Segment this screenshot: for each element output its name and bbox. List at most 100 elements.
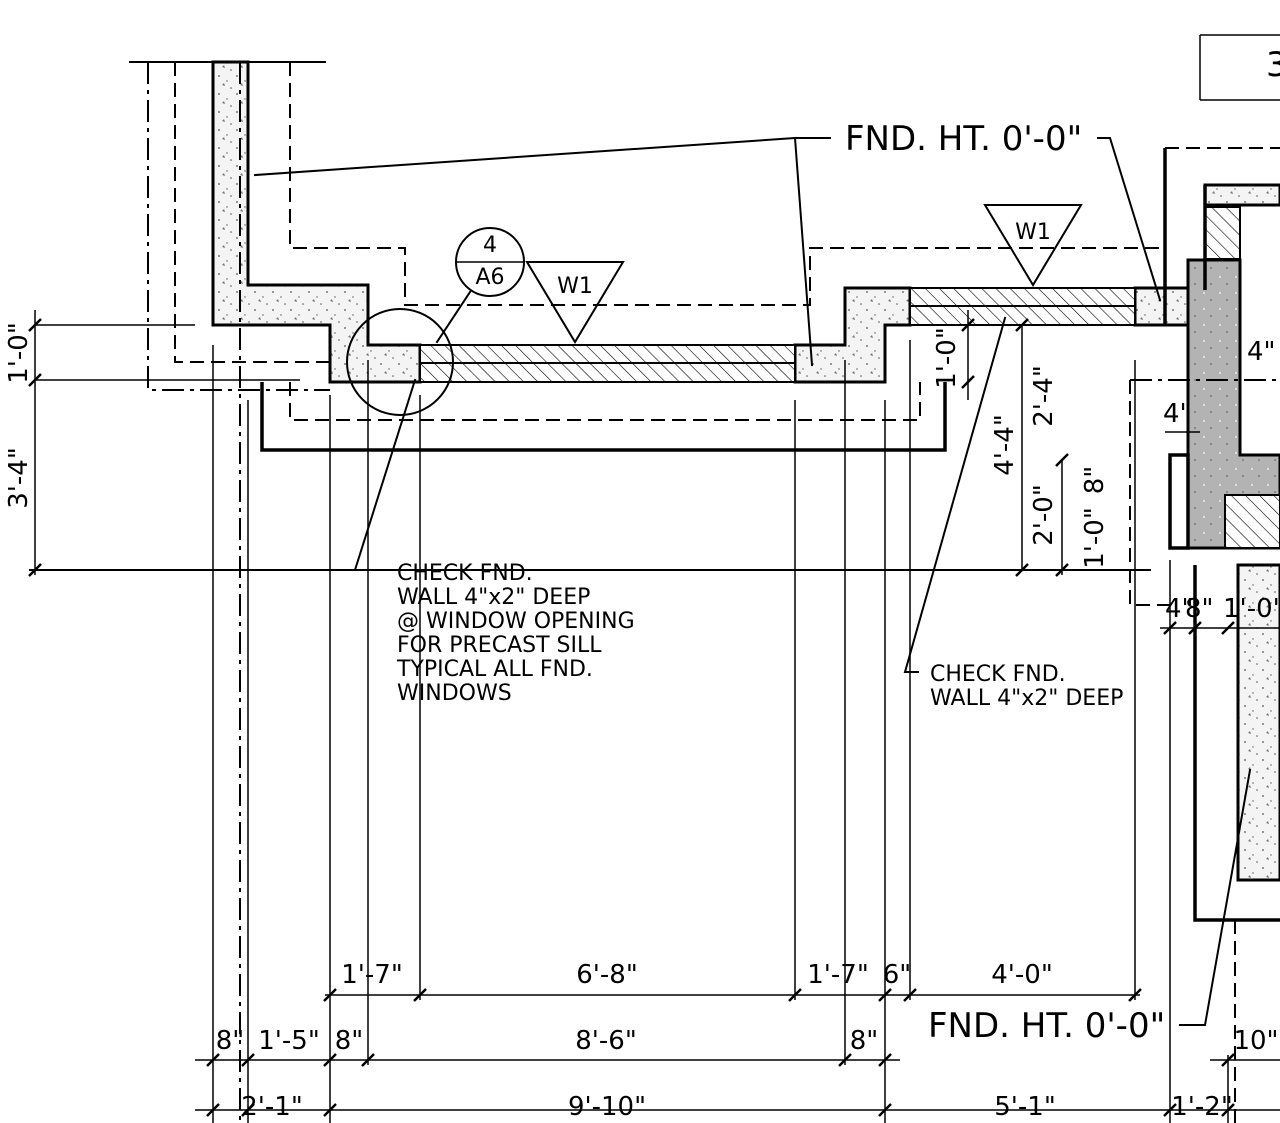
dimensions-row-1: 1'-7" 6'-8" 1'-7" 6" 4'-0" [341, 960, 1053, 990]
footing-outline-bottom [260, 382, 947, 452]
leader-fnd-ht-top-1 [253, 137, 831, 177]
leader-fnd-ht-bottom [1179, 768, 1252, 1026]
note-left-line-3: @ WINDOW OPENING [397, 609, 635, 634]
note-left-line-5: TYPICAL ALL FND. [396, 657, 593, 682]
sill-right-upper [909, 287, 1136, 307]
dim-left-1: 1'-0" [4, 322, 34, 384]
dim-right-6: 8" [1185, 594, 1214, 624]
fnd-ht-label-top: FND. HT. 0'-0" [845, 119, 1082, 159]
note-left-line-6: WINDOWS [397, 681, 512, 706]
dimension-tick [1128, 988, 1142, 1002]
leader-fnd-ht-top-2 [793, 136, 814, 367]
window-tag-right-label: W1 [1015, 220, 1051, 245]
dim-row3-4: 1'-2" [1171, 1092, 1233, 1122]
footing-dashed-left [174, 62, 330, 363]
note-left-line-4: FOR PRECAST SILL [397, 633, 602, 658]
dim-row1-4: 6" [883, 960, 912, 990]
leader-note-left [353, 378, 417, 571]
footing-dashed-right [1129, 380, 1175, 606]
dimension-tick [28, 563, 42, 577]
fnd-ht-label-bottom: FND. HT. 0'-0" [928, 1006, 1165, 1046]
footing-dashed-mid [289, 382, 921, 421]
dimension-tick [903, 988, 917, 1002]
window-tag-left[interactable]: W1 [525, 261, 625, 344]
dimension-tick [1221, 621, 1235, 635]
window-sills [419, 287, 1136, 383]
detail-number: 4 [483, 233, 497, 258]
dimension-tick [838, 1053, 852, 1067]
dimension-tick [206, 1053, 220, 1067]
dim-right-1: 8" [1080, 466, 1110, 495]
dimension-tick [206, 1103, 220, 1117]
note-left-line-1: CHECK FND. [397, 561, 533, 586]
dim-row2-6: 10" [1233, 1026, 1278, 1056]
dimension-tick [28, 373, 42, 387]
sill-right-lower [909, 305, 1136, 326]
dim-row2-3: 8" [335, 1026, 364, 1056]
dimension-tick [1221, 1053, 1235, 1067]
dimension-tick [878, 1053, 892, 1067]
dim-row1-5: 4'-0" [991, 960, 1053, 990]
footing-dashdot-left [147, 62, 330, 391]
leaders [253, 136, 1252, 1026]
window-tag-left-label: W1 [557, 274, 593, 299]
footing-dashed-top [289, 62, 1165, 306]
dim-row2-1: 8" [216, 1026, 245, 1056]
dimension-lines [34, 310, 1280, 1111]
dim-row1-3: 1'-7" [807, 960, 869, 990]
dim-row3-2: 9'-10" [568, 1092, 646, 1122]
dimension-tick [961, 375, 975, 389]
dimension-tick [1163, 621, 1177, 635]
window-tag-right[interactable]: W1 [983, 204, 1083, 287]
corner-dimension-top-right: 3 [1266, 45, 1280, 85]
dim-row1-2: 6'-8" [576, 960, 638, 990]
dimension-tick [323, 1053, 337, 1067]
dim-row1-1: 1'-7" [341, 960, 403, 990]
foundation-wall-left [211, 60, 422, 384]
detail-callout-circle [346, 308, 454, 416]
dimension-tick [1055, 563, 1069, 577]
note-right-line-1: CHECK FND. [930, 662, 1066, 687]
dim-right-2: 1'-0" [1080, 507, 1110, 569]
extension-lines [212, 34, 1280, 1123]
foundation-wall-right-lower [1236, 563, 1280, 882]
leader-note-right [903, 316, 1007, 673]
dim-left-2: 3'-4" [4, 447, 34, 509]
detail-sheet: A6 [475, 265, 504, 290]
dimension-tick [241, 1103, 255, 1117]
dim-mid-1: 1'-0" [932, 327, 962, 389]
dim-row3-3: 5'-1" [994, 1092, 1056, 1122]
sill-left-lower [419, 362, 796, 383]
dim-right-5: 4" [1165, 594, 1194, 624]
window-tag-triangle-left [525, 261, 625, 344]
hatched-block-upper [1204, 206, 1241, 260]
dimensions-row-3: 2'-1" 9'-10" 5'-1" 1'-2" [241, 1092, 1233, 1122]
note-left: CHECK FND. WALL 4"x2" DEEP @ WINDOW OPEN… [396, 561, 635, 706]
detail-callout[interactable]: 4 A6 [346, 227, 525, 416]
note-right-line-2: WALL 4"x2" DEEP [930, 686, 1123, 711]
dimension-tick [1015, 318, 1029, 332]
dim-row2-2: 1'-5" [258, 1026, 320, 1056]
right-wall-step [1168, 453, 1190, 550]
foundation-wall-mid [793, 286, 912, 384]
foundation-wall [211, 60, 1280, 882]
dim-row2-4: 8'-6" [575, 1026, 637, 1056]
hatched-block-lower [1224, 494, 1280, 549]
leader-detail-bubble [435, 290, 472, 344]
dimension-tick [361, 1053, 375, 1067]
dimension-ticks [28, 318, 1235, 1117]
dimension-tick [878, 1103, 892, 1117]
note-right: CHECK FND. WALL 4"x2" DEEP [930, 662, 1123, 711]
dimension-tick [241, 1053, 255, 1067]
dimension-tick [961, 318, 975, 332]
dim-mid-3: 2'-4" [1029, 365, 1059, 427]
dimension-tick [1055, 453, 1069, 467]
dimension-tick [788, 988, 802, 1002]
dim-row3-1: 2'-1" [241, 1092, 303, 1122]
right-footing-outline [1193, 565, 1280, 922]
dimension-tick [878, 988, 892, 1002]
dimension-tick [1015, 563, 1029, 577]
dim-right-7: 1'-0" [1223, 594, 1280, 624]
dimension-tick [28, 318, 42, 332]
